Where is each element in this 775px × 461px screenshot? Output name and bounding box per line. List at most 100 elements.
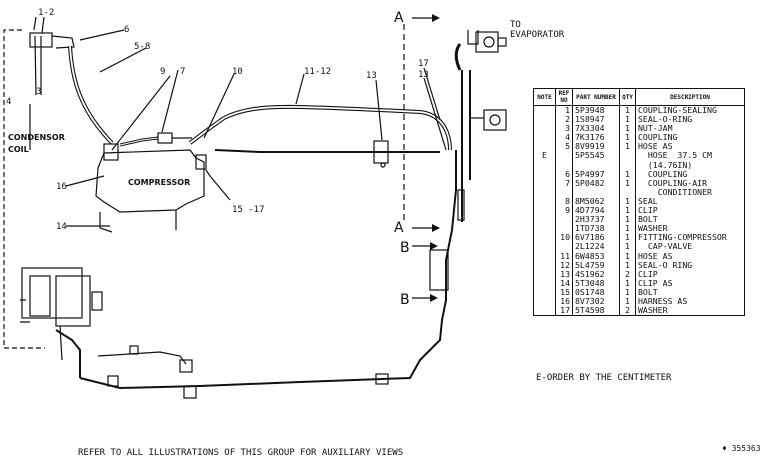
- cell-note: [533, 260, 556, 270]
- cell-desc: HOSE AS: [635, 142, 745, 152]
- cell-desc: COUPLING-SEALING: [635, 105, 745, 116]
- callout-5-8: 5-8: [134, 42, 150, 52]
- cell-note: [533, 115, 556, 125]
- coupling-fitting: [157, 132, 173, 144]
- top-left-fitting: [29, 32, 53, 48]
- table-row: CONDITIONER: [533, 187, 745, 197]
- condenser-assembly: [21, 267, 83, 319]
- section-b-top-label: B: [400, 240, 410, 256]
- bottom-note: REFER TO ALL ILLUSTRATIONS OF THIS GROUP…: [78, 448, 404, 458]
- callout-9: 9: [160, 67, 165, 77]
- callout-13a: 13: [366, 71, 377, 81]
- cell-ref: 9: [555, 205, 573, 216]
- section-b-bottom-label: B: [400, 292, 410, 308]
- cell-note: [533, 196, 556, 207]
- cell-desc: FITTING-COMPRESSOR: [635, 233, 745, 243]
- cell-desc: SEAL: [635, 196, 745, 207]
- evaporator-valve: [475, 31, 499, 53]
- cell-desc: HARNESS AS: [635, 296, 745, 307]
- lower-hose-route: [79, 150, 457, 390]
- callout-11-12: 11-12: [304, 67, 331, 77]
- col-ref: REF NO: [555, 88, 573, 106]
- compressor-fitting: [103, 143, 119, 161]
- cell-desc: NUT-JAM: [635, 124, 745, 134]
- cell-note: E: [533, 151, 556, 161]
- coil-label: COIL: [8, 145, 29, 154]
- harness-16: [97, 351, 187, 365]
- cell-note: [533, 169, 556, 179]
- table-row: (14.76IN): [533, 160, 745, 170]
- footnote: E-ORDER BY THE CENTIMETER: [536, 373, 672, 383]
- cell-ref: 17: [555, 306, 573, 317]
- cell-note: [533, 206, 556, 216]
- cell-ref: [555, 151, 573, 161]
- callout-13b: 13: [418, 70, 429, 80]
- callout-10: 10: [232, 67, 243, 77]
- cell-desc: HOSE 37.5 CM: [635, 151, 745, 161]
- callout-1-2: 1-2: [38, 8, 54, 18]
- cell-desc: WASHER: [635, 306, 745, 317]
- cell-note: [533, 133, 556, 143]
- cell-note: [533, 287, 556, 297]
- cell-ref: 5: [555, 142, 573, 152]
- condensor-tube: [34, 35, 42, 96]
- cell-desc: HOSE AS: [635, 251, 745, 261]
- hose-return-line: [214, 149, 440, 153]
- cell-desc: COUPLING-AIR: [635, 178, 745, 188]
- cell-desc: (14.76IN): [635, 160, 745, 170]
- to-evaporator-line1: TO: [510, 20, 521, 30]
- callout-16: 16: [56, 182, 67, 192]
- cell-note: [533, 242, 556, 252]
- cell-note: [533, 224, 556, 234]
- callout-4: 4: [6, 97, 11, 107]
- cell-qty: 1: [619, 142, 636, 152]
- cell-note: [533, 178, 556, 188]
- cell-ref: [555, 215, 573, 225]
- coupling-elbow: [51, 35, 75, 49]
- cell-note: [533, 296, 556, 307]
- hose-11-12: [223, 104, 452, 151]
- condensor-label: CONDENSOR: [8, 133, 65, 142]
- cell-part: 5P5545: [572, 151, 620, 161]
- table-row: E 5P5545 HOSE 37.5 CM: [533, 151, 745, 161]
- lower-evaporator-valve: [483, 109, 507, 131]
- col-qty: QTY: [619, 88, 636, 106]
- cell-note: [533, 306, 556, 317]
- cell-part: 5P0482: [572, 178, 620, 188]
- compressor-label: COMPRESSOR: [128, 178, 190, 187]
- callout-17: 17: [418, 59, 429, 69]
- cell-note: [533, 278, 556, 288]
- cell-desc: SEAL-O-RING: [635, 114, 745, 125]
- cell-qty: 1: [619, 178, 636, 188]
- section-a-bottom-label: A: [394, 220, 404, 236]
- cell-note: [533, 187, 556, 197]
- cell-note: [533, 233, 556, 243]
- callout-7: 7: [180, 67, 185, 77]
- compressor-body: [95, 149, 205, 213]
- evaporator-fitting: [467, 30, 479, 45]
- callout-3: 3: [36, 87, 41, 97]
- illustration-id: ♦ 355363: [722, 444, 761, 453]
- cell-note: [533, 251, 556, 261]
- hose-5-8: [68, 45, 114, 145]
- cell-desc: SEAL-O RING: [635, 260, 745, 270]
- clip-13: [373, 140, 389, 164]
- parts-list-table: NOTE REF NO PART NUMBER QTY DESCRIPTION …: [533, 88, 745, 317]
- cell-note: [533, 105, 556, 116]
- cell-qty: [619, 151, 636, 161]
- condensor-coil-outline: [3, 29, 45, 349]
